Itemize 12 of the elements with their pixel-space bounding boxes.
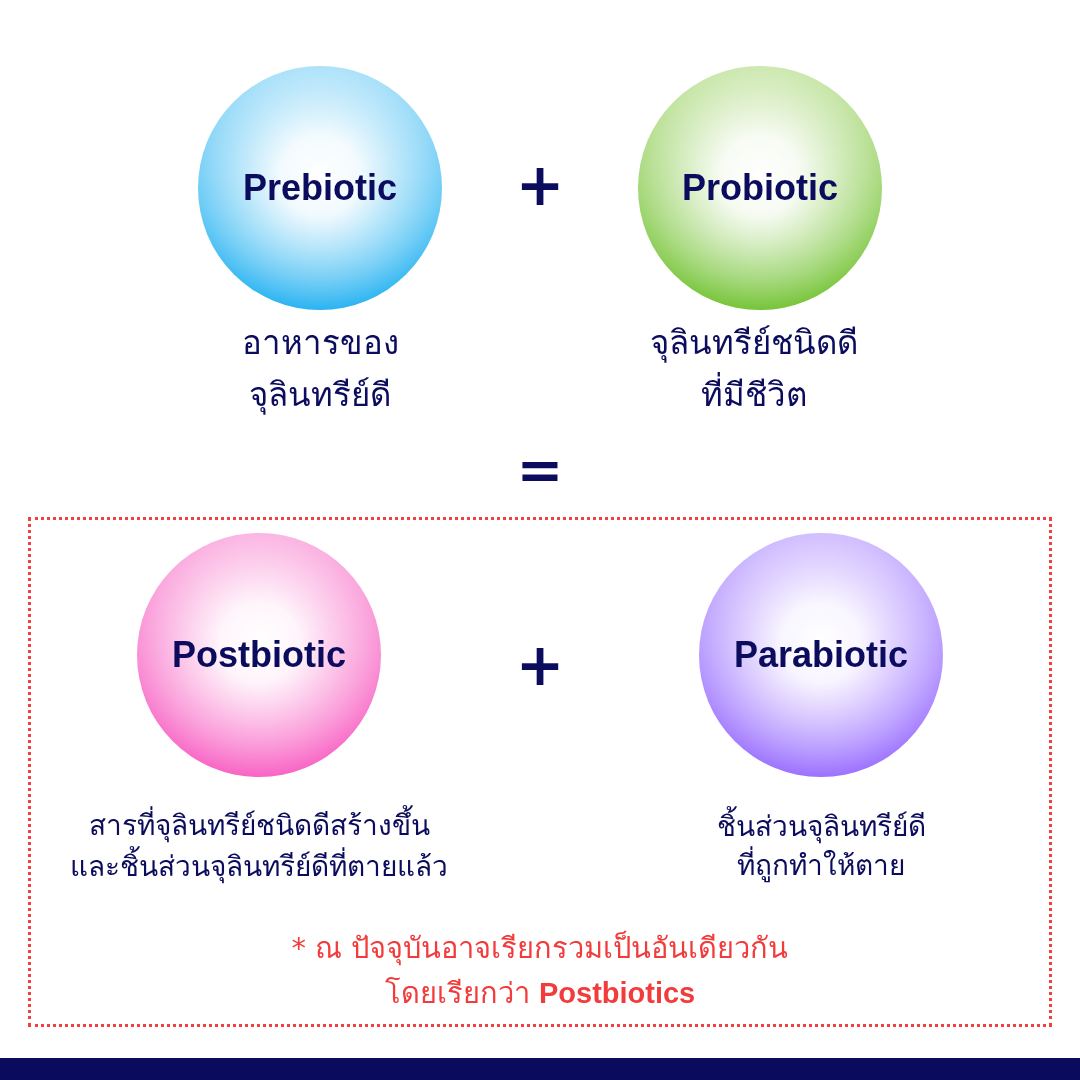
circle-title: Prebiotic xyxy=(242,167,397,209)
circle-caption: อาหารของจุลินทรีย์ดี xyxy=(240,322,400,417)
circle-caption: จุลินทรีย์ชนิดดีที่มีชีวิต xyxy=(650,322,858,416)
circle-title: Probiotic xyxy=(682,167,838,209)
circle-title: Postbiotic xyxy=(172,634,346,676)
operator-sign: + xyxy=(514,156,566,215)
operator-sign: + xyxy=(514,636,566,695)
circle-caption: ชิ้นส่วนจุลินทรีย์ดีที่ถูกทำให้ตาย xyxy=(715,807,927,885)
footnote: * ณ ปัจจุบันอาจเรียกรวมเป็นอันเดียวกันโดยเรียกว่า Postbiotics xyxy=(290,929,790,1012)
circle-caption: สารที่จุลินทรีย์ชนิดดีสร้างขึ้นและชิ้นส่วนจุลินทรีย์ดีที่ตายแล้ว xyxy=(70,805,448,887)
circle-title: Parabiotic xyxy=(733,634,909,676)
operator-sign: = xyxy=(515,442,565,499)
